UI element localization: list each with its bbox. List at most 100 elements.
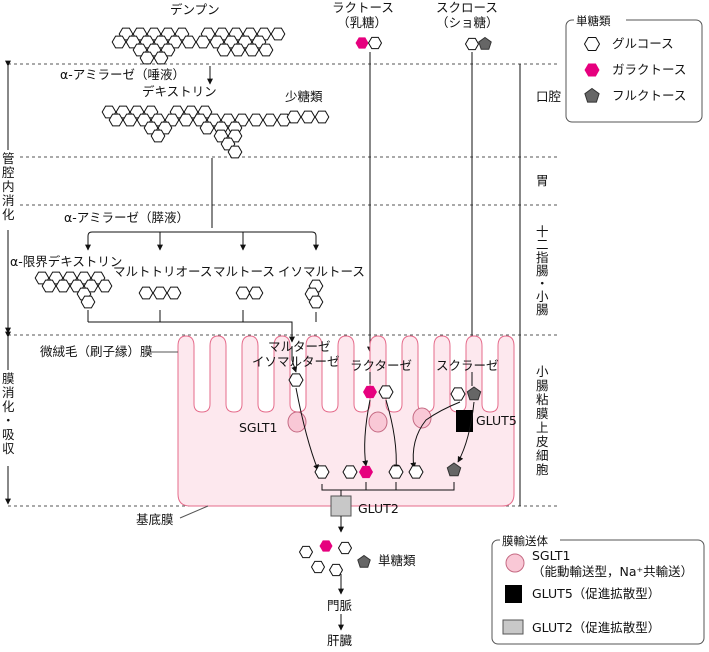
glucose-unit	[298, 545, 314, 559]
glucose-unit	[80, 295, 96, 309]
glut5-transporter	[456, 410, 473, 432]
glucose-unit	[181, 35, 197, 49]
fructose-unit	[478, 36, 492, 50]
starch-molecule	[111, 27, 286, 65]
phase-luminal-char: 内	[2, 179, 15, 194]
lactose-label: ラクトース	[332, 0, 394, 15]
basement-leader	[179, 505, 209, 519]
glucose-unit	[367, 36, 383, 50]
glucose-unit	[314, 110, 330, 124]
oligosaccharide-label: 少糖類	[285, 89, 323, 104]
glucose-unit	[152, 286, 168, 300]
lactose-sub-label: （乳糖）	[337, 15, 387, 30]
region-epithelium-char: 小	[536, 364, 549, 379]
glucose-unit	[111, 35, 127, 49]
phase-membrane-char: 収	[2, 441, 15, 456]
glucose-unit	[464, 37, 480, 51]
sglt1-transporter	[287, 411, 307, 433]
legend-glut5-swatch	[505, 585, 522, 603]
glucose-unit	[262, 113, 278, 127]
limit-dextrin-label: α-限界デキストリン	[10, 254, 122, 269]
galactose-unit	[359, 465, 373, 479]
region-duodenum-char: 小	[536, 289, 549, 304]
liver-label: 肝臓	[327, 633, 353, 648]
legend-sglt1-swatch	[505, 553, 525, 573]
glucose-unit	[139, 51, 155, 65]
glucose-unit	[150, 129, 166, 143]
phase-membrane-char: 膜	[2, 371, 15, 386]
region-duodenum-char: 腸	[536, 302, 549, 317]
epithelial-cell	[177, 335, 515, 507]
region-epithelium-char: 膜	[536, 406, 549, 421]
glucose-unit	[199, 121, 215, 135]
pancreatic-amylase-label: α-アミラーゼ（膵液）	[64, 210, 189, 225]
region-epithelium-char: 皮	[536, 434, 549, 449]
oligosaccharide-molecule	[286, 110, 330, 124]
phase-membrane-char: 吸	[2, 427, 15, 442]
lactose-molecule	[355, 36, 383, 50]
glucose-unit	[166, 286, 182, 300]
glucose-unit	[337, 541, 353, 555]
sucrose-molecule	[464, 36, 492, 51]
galactose-unit	[355, 37, 369, 49]
glucose-unit	[258, 43, 274, 57]
phase-membrane-char: 消	[2, 385, 15, 400]
glucose-unit	[248, 286, 264, 300]
legend-glut2: GLUT2（促進拡散型）	[532, 620, 660, 635]
duodenum-molecules	[34, 271, 324, 309]
legend-sglt1: SGLT1	[532, 548, 570, 563]
legend-galactose: ガラクトース	[612, 62, 686, 77]
duodenum-collect-ticks	[87, 310, 317, 322]
maltose-label: マルトース	[213, 264, 275, 279]
glucose-unit	[108, 113, 124, 127]
glucose-unit	[328, 563, 344, 577]
galactose-unit	[319, 540, 333, 552]
sucrase-label: スクラーゼ	[436, 358, 499, 373]
legend-glut5: GLUT5（促進拡散型）	[532, 586, 660, 601]
glucose-unit	[122, 113, 138, 127]
microvilli-label: 微絨毛（刷子縁）膜	[40, 344, 153, 359]
region-epithelium-char: 胞	[536, 462, 549, 477]
glucose-unit	[408, 465, 424, 479]
glut5-label: GLUT5	[476, 413, 517, 428]
duodenum-collect-line	[88, 321, 293, 336]
fructose-unit	[584, 87, 600, 103]
glucose-unit	[310, 560, 326, 574]
region-duodenum-char: 腸	[536, 263, 549, 278]
isomaltose-label: イソマルトース	[278, 264, 365, 279]
sucrose-label: スクロース	[436, 0, 498, 15]
sglt1-label: SGLT1	[239, 420, 277, 435]
glucose-unit	[342, 465, 358, 479]
phase-luminal-char: 腔	[2, 165, 15, 180]
glucose-unit	[300, 110, 316, 124]
maltotriose-label: マルトトリオース	[113, 264, 212, 279]
legend-fructose: フルクトース	[612, 88, 686, 103]
region-duodenum-char: 指	[536, 250, 549, 265]
legend-transport-title: 膜輸送体	[502, 534, 548, 548]
glucose-unit	[230, 43, 246, 57]
glucose-unit	[216, 43, 232, 57]
glut2-transporter	[330, 495, 352, 517]
basement-label: 基底膜	[136, 512, 174, 527]
legend-sglt1-desc: （能動輸送型，Na⁺共輸送）	[532, 564, 693, 579]
legend-monosaccharides: 単糖類 グルコース ガラクトース フルクトース	[565, 14, 703, 123]
glucose-unit	[235, 286, 251, 300]
phase-membrane-char: 化	[2, 399, 15, 414]
dextrin-molecule	[101, 105, 292, 159]
sglt1-transporter	[412, 407, 432, 429]
glucose-unit	[195, 35, 211, 49]
glucose-unit	[378, 385, 394, 399]
glucose-unit	[270, 27, 286, 41]
monosaccharide-label: 単糖類	[378, 553, 416, 568]
sglt1-transporter	[368, 411, 388, 433]
dextrin-label: デキストリン	[142, 84, 217, 99]
maltase-label: マルターゼ	[268, 339, 331, 354]
glucose-unit	[55, 279, 71, 293]
legend-glut2-swatch	[502, 619, 524, 635]
glucose-unit	[450, 387, 466, 401]
region-duodenum-char: 十	[536, 224, 549, 239]
sucrose-sub-label: （ショ糖）	[436, 15, 499, 30]
